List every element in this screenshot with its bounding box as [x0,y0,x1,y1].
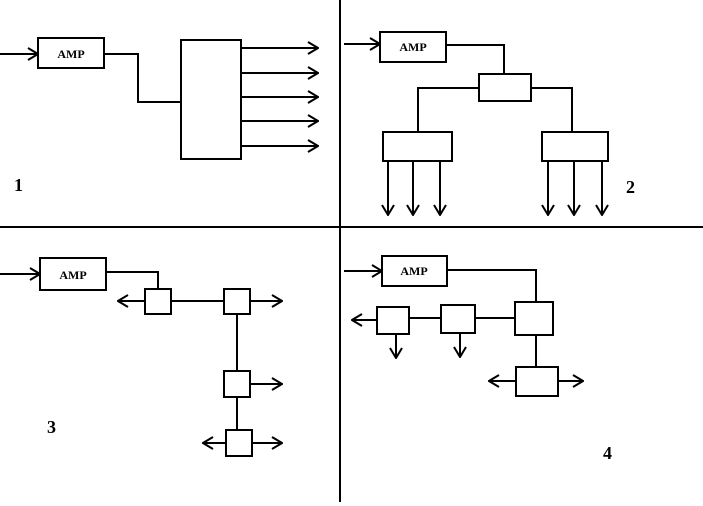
tap-box [225,429,253,457]
splitter-box [382,131,453,162]
panel-number: 1 [14,175,23,195]
splitter-box [541,131,609,162]
amp-label: AMP [59,268,86,282]
tap-box [515,366,559,397]
panel-number: 2 [626,177,635,197]
amp-box [39,257,107,291]
tap-box [144,288,172,315]
tap-box [223,288,251,315]
connector-line [104,53,181,103]
splitter-box [180,39,242,160]
connector-line [446,44,505,74]
panel-2: AMP 2 [344,31,635,215]
panel-4: AMP 4 [344,255,612,463]
panel-number: 4 [603,443,612,463]
connector-line [447,269,537,302]
tap-box [514,301,554,336]
panel-1: AMP 1 [0,37,318,195]
amp-box [379,31,447,63]
panel-3: AMP 3 [0,257,282,457]
connector-line [531,87,573,132]
tap-box [440,304,476,334]
amp-label: AMP [400,264,427,278]
connector-line [417,87,479,132]
panel-number: 3 [47,417,56,437]
tap-box [223,370,251,398]
amp-label: AMP [399,40,426,54]
amp-label: AMP [57,47,84,61]
hub-box [478,73,532,102]
tap-box [376,306,410,335]
amp-box [381,255,448,287]
connector-line [106,271,159,289]
amp-box [37,37,105,69]
